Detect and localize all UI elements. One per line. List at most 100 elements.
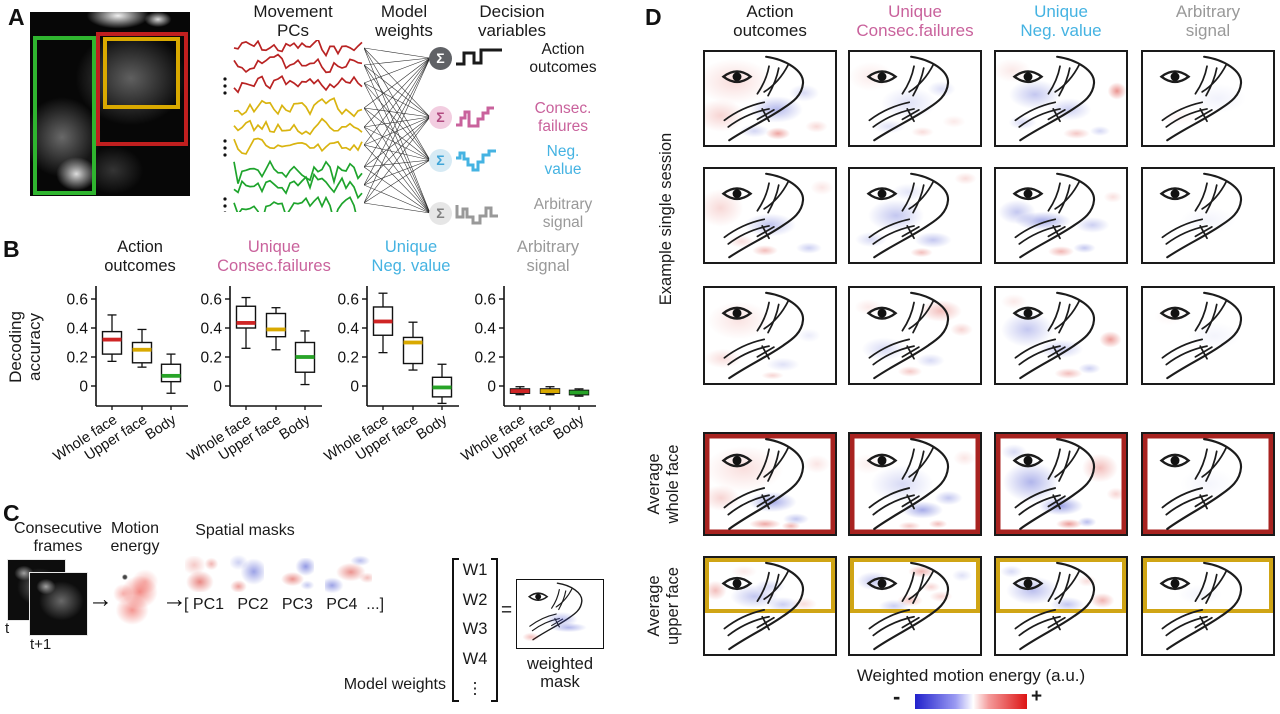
heatmap-cell bbox=[703, 167, 837, 264]
d-row-label-whole-face: Average whole face bbox=[645, 444, 682, 524]
weighted-mask-label: weighted mask bbox=[526, 655, 594, 691]
face-outline-icon bbox=[1143, 434, 1273, 534]
pc1-mask-image bbox=[185, 556, 218, 592]
svg-text:0.2: 0.2 bbox=[66, 350, 88, 367]
model-weights-network bbox=[364, 47, 430, 214]
upper-face-roi-box bbox=[103, 37, 180, 109]
arrow-right-icon: → bbox=[88, 585, 113, 613]
motion-energy-label: Motion energy bbox=[110, 520, 160, 555]
svg-text:0.4: 0.4 bbox=[200, 321, 222, 338]
svg-text:0.2: 0.2 bbox=[474, 350, 496, 367]
model-weights-header: Model weights bbox=[375, 2, 433, 40]
face-outline-icon bbox=[705, 558, 835, 654]
face-outline-icon bbox=[705, 169, 835, 262]
heatmap-cell bbox=[994, 167, 1128, 264]
panel-a-label: A bbox=[8, 4, 25, 30]
face-outline-icon bbox=[705, 52, 835, 145]
panel-c-label: C bbox=[3, 500, 20, 526]
step-signal-icon bbox=[456, 149, 496, 172]
step-signal-icon bbox=[455, 205, 498, 225]
motion-energy-image bbox=[112, 568, 158, 625]
sigma-node: Σ bbox=[429, 106, 452, 129]
svg-text:0.4: 0.4 bbox=[337, 321, 359, 338]
svg-text:0: 0 bbox=[350, 379, 359, 396]
heatmap-cell bbox=[703, 556, 837, 656]
upper-face-crop-box bbox=[705, 558, 835, 613]
weight-w2: W2 bbox=[462, 590, 488, 609]
d-row-label-sessions: Example single session bbox=[657, 132, 675, 306]
heatmap-cell bbox=[994, 286, 1128, 385]
upper-face-crop-box bbox=[996, 558, 1126, 613]
heatmap-cell bbox=[848, 50, 982, 147]
equals-sign: = bbox=[501, 600, 513, 621]
step-signal-icon bbox=[456, 106, 494, 128]
decision-variables-header: Decision variables bbox=[477, 2, 547, 40]
arrow-right-icon: → bbox=[162, 585, 187, 613]
upper-face-crop-box bbox=[850, 558, 980, 613]
face-outline-icon bbox=[850, 434, 980, 534]
spatial-masks-label: Spatial masks bbox=[195, 522, 295, 539]
svg-text:0.4: 0.4 bbox=[474, 321, 496, 338]
heatmap-cell bbox=[1141, 286, 1275, 385]
face-outline-icon bbox=[1143, 288, 1273, 383]
svg-text:0.2: 0.2 bbox=[337, 350, 359, 367]
heatmap-cell bbox=[703, 286, 837, 385]
svg-text:0.6: 0.6 bbox=[337, 292, 359, 309]
decision-variable-label: Consec.failures bbox=[534, 100, 592, 135]
face-outline-icon bbox=[705, 434, 835, 534]
heatmap-cell bbox=[848, 556, 982, 656]
sigma-node: Σ bbox=[429, 149, 452, 172]
step-signal-icon bbox=[456, 48, 502, 66]
colorbar-gradient bbox=[915, 694, 1027, 709]
weight-ellipsis: ⋮ bbox=[466, 680, 484, 698]
face-outline-icon bbox=[996, 434, 1126, 534]
svg-text:0.6: 0.6 bbox=[200, 292, 222, 309]
pc4-mask-image bbox=[325, 555, 372, 593]
svg-text:0.6: 0.6 bbox=[66, 292, 88, 309]
frame-t-tag: t bbox=[5, 620, 10, 637]
face-outline-icon bbox=[705, 288, 835, 383]
face-outline-icon bbox=[1143, 169, 1273, 262]
svg-text:0: 0 bbox=[79, 379, 88, 396]
panel-d-label: D bbox=[645, 4, 662, 30]
heatmap-cell bbox=[994, 556, 1128, 656]
weight-vector: W1 W2 W3 W4 ⋮ bbox=[452, 558, 498, 702]
sigma-node: Σ bbox=[429, 47, 452, 70]
face-outline-icon bbox=[996, 52, 1126, 145]
weighted-mask-image bbox=[516, 579, 604, 649]
heatmap-cell bbox=[1141, 50, 1275, 147]
panel-b-label: B bbox=[3, 236, 20, 262]
face-outline-icon bbox=[850, 288, 980, 383]
decision-variable-label: Neg.value bbox=[544, 143, 582, 178]
face-outline-icon bbox=[996, 558, 1126, 654]
weight-w1: W1 bbox=[462, 561, 488, 579]
heatmap-cell bbox=[848, 167, 982, 264]
heatmap-cell bbox=[703, 50, 837, 147]
heatmap-cell bbox=[994, 432, 1128, 536]
heatmap-cell bbox=[1141, 167, 1275, 264]
pc-bracket-row: [ PC1 PC2 PC3 PC4 ...] bbox=[184, 596, 385, 613]
heatmap-cell bbox=[1141, 556, 1275, 656]
sigma-node: Σ bbox=[429, 202, 452, 225]
upper-face-crop-box bbox=[1143, 558, 1273, 613]
colorbar-plus: + bbox=[1031, 686, 1043, 707]
face-outline-icon bbox=[850, 169, 980, 262]
face-outline-icon bbox=[1143, 558, 1273, 654]
frame-t1-tag: t+1 bbox=[30, 636, 52, 653]
svg-text:Body: Body bbox=[551, 412, 588, 444]
frame-t1-image bbox=[30, 573, 87, 635]
body-roi-box bbox=[33, 36, 96, 195]
face-outline-icon bbox=[1143, 52, 1273, 145]
svg-text:0: 0 bbox=[213, 379, 222, 396]
weight-w3: W3 bbox=[462, 620, 488, 638]
face-outline-icon bbox=[850, 558, 980, 654]
pc3-mask-image bbox=[281, 558, 314, 592]
